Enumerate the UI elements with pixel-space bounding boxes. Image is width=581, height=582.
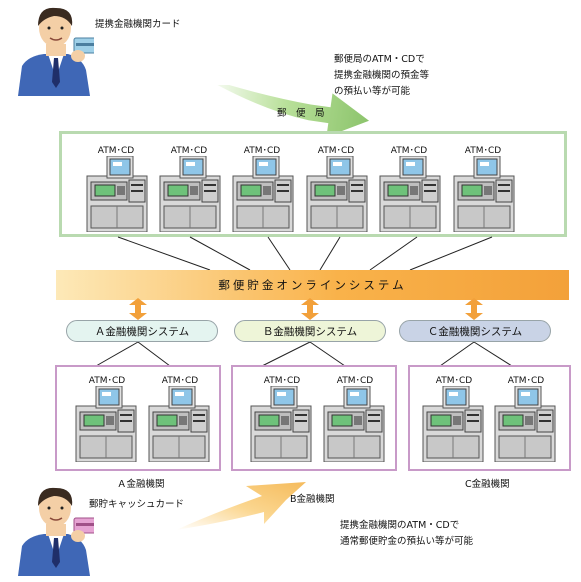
double-arrow-icon	[301, 298, 319, 320]
double-arrow-icon	[129, 298, 147, 320]
post-office-label: 郵 便 局	[277, 108, 325, 119]
atm-machine-icon	[147, 385, 213, 463]
atm-label: ATM･CD	[170, 146, 208, 156]
bottom-note-line-1: 提携金融機関のATM・CDで	[340, 520, 460, 531]
atm-label: ATM･CD	[464, 146, 502, 156]
cash-card-label: 郵貯キャッシュカード	[89, 499, 185, 510]
atm-machine-icon	[249, 385, 315, 463]
post-office-atm-box	[59, 131, 567, 237]
person-with-cash-card-icon	[14, 484, 97, 576]
system-a-pill: Ａ金融機関システム	[66, 320, 218, 342]
person-with-card-icon	[14, 4, 97, 96]
atm-machine-icon	[421, 385, 487, 463]
atm-label: ATM･CD	[88, 376, 126, 386]
double-arrow-icon	[465, 298, 483, 320]
institution-a-name: Ａ金融機関	[117, 479, 165, 490]
atm-machine-icon	[85, 155, 151, 233]
atm-label: ATM･CD	[390, 146, 428, 156]
atm-label: ATM･CD	[336, 376, 374, 386]
top-note-line-2: 提携金融機関の預金等	[334, 70, 430, 81]
institution-b-arrow	[176, 482, 346, 532]
atm-label: ATM･CD	[317, 146, 355, 156]
atm-label: ATM･CD	[507, 376, 545, 386]
atm-machine-icon	[158, 155, 224, 233]
atm-label: ATM･CD	[435, 376, 473, 386]
atm-label: ATM･CD	[161, 376, 199, 386]
system-b-pill: Ｂ金融機関システム	[234, 320, 386, 342]
system-c-pill: Ｃ金融機関システム	[399, 320, 551, 342]
post-office-arrow	[200, 77, 400, 137]
institution-c-name: C金融機関	[465, 479, 510, 490]
atm-label: ATM･CD	[97, 146, 135, 156]
atm-machine-icon	[231, 155, 297, 233]
bottom-note-line-2: 通常郵便貯金の預払い等が可能	[340, 536, 474, 547]
atm-machine-icon	[74, 385, 140, 463]
atm-label: ATM･CD	[243, 146, 281, 156]
atm-machine-icon	[322, 385, 388, 463]
atm-machine-icon	[305, 155, 371, 233]
online-system-bar: 郵便貯金オンラインシステム	[56, 270, 569, 300]
atm-machine-icon	[452, 155, 518, 233]
top-note-line-1: 郵便局のATM・CDで	[334, 54, 425, 65]
top-note-line-3: の預払い等が可能	[334, 86, 411, 97]
atm-machine-icon	[493, 385, 559, 463]
partner-card-label: 提携金融機関カード	[95, 19, 181, 30]
institution-b-label: B金融機関	[290, 494, 335, 505]
atm-machine-icon	[378, 155, 444, 233]
atm-label: ATM･CD	[263, 376, 301, 386]
